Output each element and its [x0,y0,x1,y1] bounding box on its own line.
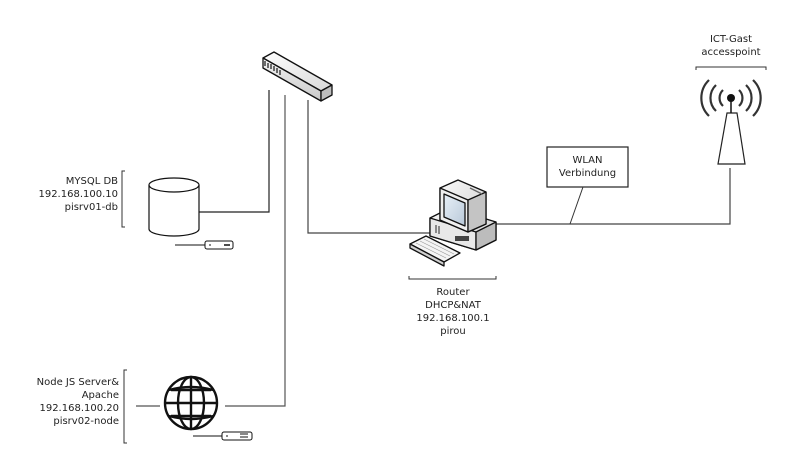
router-label-name: Router [436,287,470,298]
mysql-label-host: pisrv01-db [64,202,118,213]
router-label: Router DHCP&NAT 192.168.100.1 pirou [403,286,503,338]
wlan-callout-line1: WLAN [572,155,603,166]
accesspoint-label: ICT-Gast accesspoint [691,33,771,59]
router-label-ip: 192.168.100.1 [416,313,490,324]
wireless-tower-icon [700,79,762,165]
router-label-role: DHCP&NAT [425,300,481,311]
node-label-ip: 192.168.100.20 [39,403,119,414]
node-label: Node JS Server& Apache 192.168.100.20 pi… [10,376,119,428]
database-cylinder-icon [148,177,200,237]
bracket-router [408,276,497,280]
connection-switch-node [136,95,286,407]
node-label-name: Node JS Server& [36,377,119,388]
wlan-callout-box [546,146,629,225]
network-switch-icon [262,51,333,102]
bracket-mysql [121,170,125,228]
accesspoint-label-name: ICT-Gast [709,34,753,45]
node-label-name2: Apache [81,390,119,401]
server-device-icon [193,431,253,441]
connection-switch-router [307,100,430,234]
mysql-label: MYSQL DB 192.168.100.10 pisrv01-db [20,175,118,214]
node-label-host: pisrv02-node [53,416,119,427]
bracket-accesspoint [695,66,767,70]
wlan-callout-line2: Verbindung [558,168,617,179]
bracket-node [123,369,127,444]
wlan-callout-label: WLAN Verbindung [547,154,628,180]
mysql-label-ip: 192.168.100.10 [38,189,118,200]
mysql-label-name: MYSQL DB [65,176,118,187]
accesspoint-label-type: accesspoint [701,47,761,58]
web-server-globe-icon [163,375,219,431]
server-device-icon [175,240,234,250]
workstation-computer-icon [409,179,497,267]
connection-router-accesspoint [496,168,731,225]
connection-switch-mysql [198,90,270,213]
router-label-host: pirou [440,326,466,337]
